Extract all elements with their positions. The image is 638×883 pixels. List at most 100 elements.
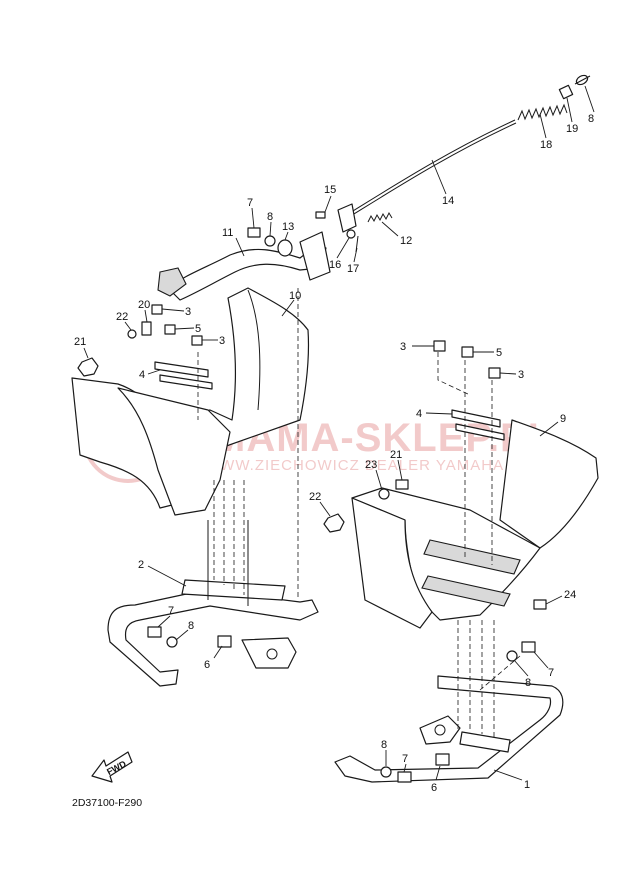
label-24 (533, 599, 547, 610)
leader-8-top (269, 221, 272, 237)
frame-1-crossbar (459, 731, 511, 753)
callout-8-l: 8 (188, 620, 194, 632)
bolt-7-left (147, 626, 162, 638)
leader-4-r (425, 412, 453, 415)
washer-8-right-b (380, 766, 392, 778)
drawing-code: 2D37100-F290 (72, 797, 142, 809)
bolt-21-right (395, 479, 409, 490)
right-footrest-assembly (323, 340, 599, 629)
bolt-7-right-a (521, 641, 536, 653)
collar-23-left (127, 329, 137, 339)
leader-4-l (147, 369, 161, 375)
washer-8-left (166, 636, 178, 648)
callout-9: 9 (560, 413, 566, 425)
leader-22-l (83, 347, 89, 359)
footrest-panel-9 (499, 419, 599, 549)
leader-6-l (213, 645, 223, 659)
callout-18: 8 (588, 113, 594, 125)
collar-13 (277, 239, 293, 257)
fwd-arrow: FWD (91, 751, 133, 783)
frame-2-bracket (241, 637, 297, 669)
leader-16 (336, 237, 350, 259)
bolt-3-right-a (433, 340, 446, 352)
frame-1-bracket (419, 715, 461, 745)
plate-4-left (154, 361, 209, 378)
callout-5-ra: 5 (496, 347, 502, 359)
collar-23-right (378, 488, 390, 500)
plate-4-right (451, 409, 501, 428)
callout-22-l: 21 (74, 336, 86, 348)
brake-rod-14-inner (348, 122, 517, 218)
leader-15 (324, 195, 332, 213)
callout-14: 14 (442, 195, 454, 207)
callout-23-r: 23 (365, 459, 377, 471)
leader-22-r (319, 501, 331, 517)
callout-8-top: 8 (267, 211, 273, 223)
brake-rod-assembly (315, 74, 591, 253)
callout-4-r: 4 (416, 408, 422, 420)
callout-19: 18 (540, 139, 552, 151)
callout-11: 11 (222, 227, 233, 239)
bolt-21-left (141, 321, 152, 336)
pin-15 (315, 211, 326, 219)
nut-22-left (77, 357, 99, 377)
callout-7-ra: 7 (548, 667, 554, 679)
callout-4-l: 4 (139, 369, 145, 381)
callout-5-la: 5 (195, 323, 201, 335)
brake-rod-14 (347, 119, 516, 215)
leader-19 (539, 113, 547, 139)
bolt-5-left (164, 324, 176, 335)
footrest-body-left (117, 387, 231, 516)
footrest-step-bars-b (421, 575, 511, 607)
frame-2 (107, 589, 319, 687)
callout-3-la: 3 (185, 306, 191, 318)
bolt-3-left-a (151, 304, 163, 315)
callout-13: 13 (282, 221, 294, 233)
callout-3-rb: 3 (518, 369, 524, 381)
leader-14 (431, 159, 447, 195)
bolt-3-right-b (488, 367, 501, 379)
frame-1 (334, 675, 564, 783)
leader-21-r (397, 459, 403, 481)
leader-23-r (375, 469, 383, 491)
align-right-h (479, 655, 521, 691)
callout-7-top: 7 (247, 197, 253, 209)
leader-10 (281, 299, 295, 317)
leader-23-l (124, 321, 132, 331)
washer-8-top (264, 235, 276, 247)
leader-8-ra (513, 659, 529, 677)
callout-7-rb: 7 (402, 753, 408, 765)
align-right-a (437, 352, 471, 396)
leader-6-r (435, 765, 441, 781)
left-frame-assembly (107, 520, 319, 687)
leader-20 (566, 97, 573, 123)
callout-3-ra: 3 (400, 341, 406, 353)
washer-8-right-a (506, 650, 518, 662)
plate-4-left-b (159, 374, 213, 390)
nut-22-right (323, 513, 345, 533)
callout-16: 16 (329, 259, 341, 271)
nut-20 (558, 84, 574, 100)
callout-21-r: 21 (390, 449, 402, 461)
leader-7-l (157, 615, 171, 628)
brake-pedal-11 (167, 243, 327, 301)
callout-10: 10 (289, 290, 301, 302)
leader-12 (381, 221, 399, 237)
leader-5-la (174, 327, 195, 330)
leader-lines (83, 85, 595, 781)
alignment-lines (197, 288, 521, 738)
leader-13 (284, 231, 289, 241)
callout-22-r: 22 (309, 491, 321, 503)
callout-6-r: 6 (431, 782, 437, 794)
bolt-7-right-b (397, 771, 412, 783)
callout-23-l: 22 (116, 311, 128, 323)
leader-3-rb (499, 372, 517, 375)
callout-2: 2 (138, 559, 144, 571)
leader-18 (584, 85, 595, 113)
brake-pedal-tread (157, 267, 187, 297)
leader-7-top (251, 207, 255, 229)
callout-7-l: 7 (168, 605, 174, 617)
frame-1-bracket-hole (434, 724, 446, 736)
leader-7-ra (533, 651, 549, 669)
